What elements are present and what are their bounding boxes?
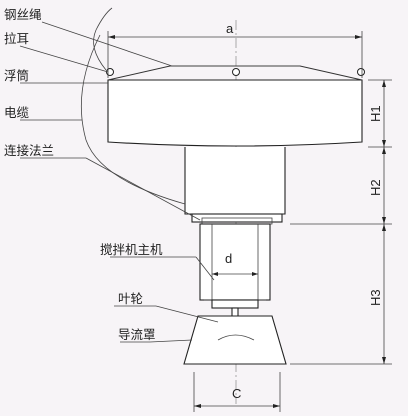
h3-arrow-top [382, 224, 386, 231]
label-connecting-flange: 连接法兰 [4, 143, 54, 158]
label-mixer-main-unit: 搅拌机主机 [100, 242, 163, 257]
label-wire-rope: 钢丝绳 [4, 7, 42, 22]
label-cable: 电缆 [4, 105, 30, 120]
leader-connecting-flange-b [85, 157, 201, 221]
dimension-h3: H3 [368, 289, 383, 306]
a-arrow-right [355, 35, 362, 39]
neck-column [184, 147, 286, 215]
mixer-main-unit [199, 223, 271, 301]
dimension-h2: H2 [368, 179, 383, 196]
leader-impeller-b [155, 305, 219, 323]
d-arrow-right [252, 272, 258, 276]
lifting-lug-center [232, 68, 240, 76]
label-impeller: 叶轮 [118, 291, 143, 306]
dimension-a: a [226, 21, 234, 36]
h1-arrow-top [382, 80, 386, 87]
leader-mixer-main-unit-b [195, 256, 215, 281]
dimension-h1: H1 [368, 105, 383, 122]
guide-cover [183, 315, 287, 365]
lifting-lug-right [357, 68, 365, 76]
float-drum [107, 79, 363, 147]
dimension-c: C [232, 386, 241, 401]
label-float-drum: 浮筒 [4, 68, 29, 83]
h2-arrow-bottom [382, 217, 386, 224]
c-arrow-right [273, 404, 280, 408]
wire-rope [93, 7, 113, 71]
motor-base [211, 299, 259, 309]
h1-arrow-bottom [382, 140, 386, 147]
leader-lifting-lug [19, 45, 109, 73]
label-lifting-lug: 拉耳 [4, 31, 29, 46]
a-arrow-left [108, 35, 115, 39]
h3-arrow-bottom [382, 357, 386, 364]
d-arrow-left [212, 272, 218, 276]
leader-guide-cover-b [149, 339, 193, 343]
c-arrow-left [194, 404, 201, 408]
h2-arrow-top [382, 147, 386, 154]
dimension-d: d [225, 251, 232, 266]
leader-wire-rope [41, 21, 173, 67]
label-guide-cover: 导流罩 [118, 327, 156, 342]
guide-cover-curve [217, 334, 255, 341]
